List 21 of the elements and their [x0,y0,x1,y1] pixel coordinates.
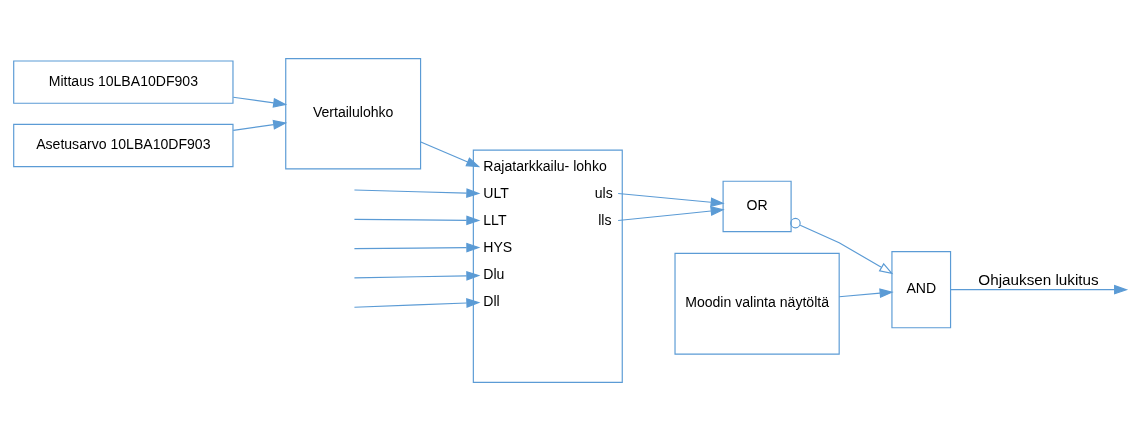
arrow [790,217,894,275]
node-box: Rajatarkkailu- lohko ULT uls LLT lls HYS Dlu Dll [472,149,623,383]
edge-label: Ohjauksen lukitus [978,271,1099,289]
arrow [353,270,481,281]
arrow [353,215,481,226]
arrow [838,288,894,299]
arrow [353,242,481,253]
node-box: Vertailulohko [285,58,422,170]
arrow [950,284,1129,295]
node-box: OR [722,180,792,233]
node-box: Mittaus 10LBA10DF903 [13,60,234,104]
arrow [617,206,725,222]
arrow [232,119,288,131]
node-box: Asetusarvo 10LBA10DF903 [13,123,234,168]
arrow [420,141,481,168]
arrow [353,298,481,308]
arrow [617,192,725,208]
node-box: Moodin valinta näytöltä [674,252,840,355]
node-box: AND [891,251,952,329]
arrow [353,188,481,199]
arrow [232,96,288,108]
